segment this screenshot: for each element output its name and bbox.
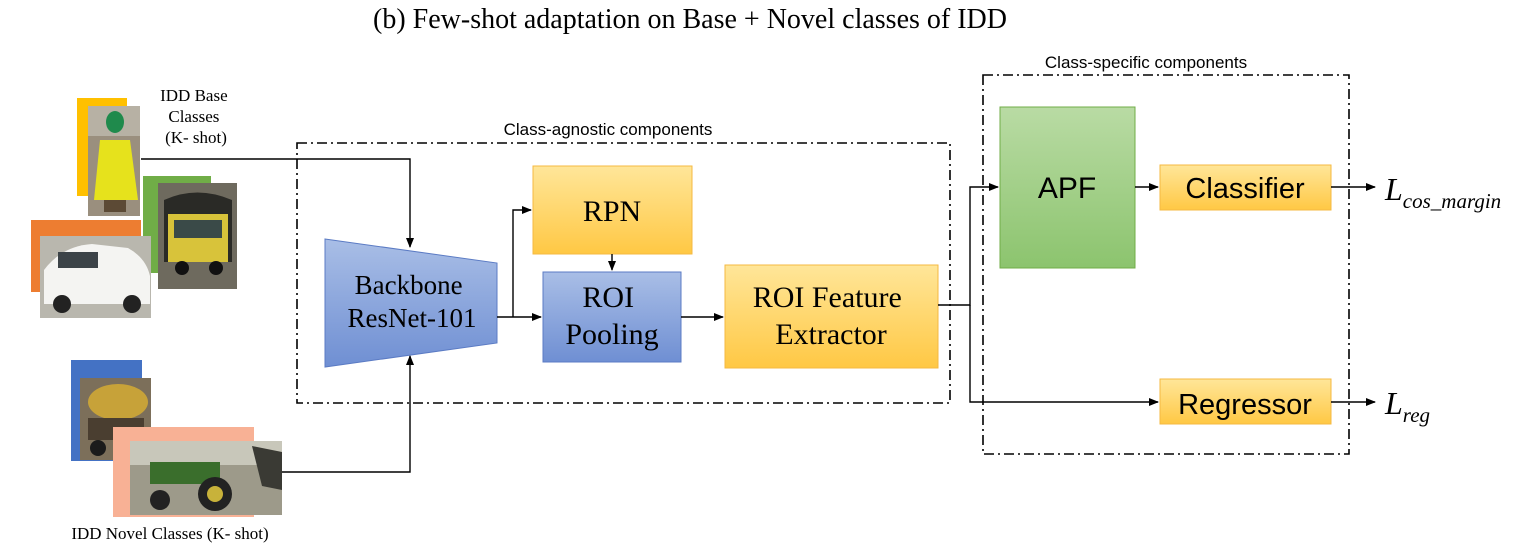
rpn-block [532, 165, 693, 255]
roi-fe-line-2: Extractor [775, 318, 887, 351]
regressor-label: Regressor [1178, 389, 1312, 421]
class-agnostic-group [296, 142, 951, 404]
rickshaw-image [158, 183, 237, 289]
person-image [88, 106, 140, 216]
cls-loss-subscript: cos_margin [1403, 189, 1501, 213]
tractor-image [130, 441, 282, 515]
roi-feature-extractor-label: ROI Feature Extractor [753, 281, 910, 351]
roi-feature-extractor-block [724, 264, 939, 369]
arrow-novel-to-backbone [282, 355, 414, 473]
classification-loss: Lcos_margin [1384, 171, 1501, 213]
arrow-backbone-to-rpn [512, 206, 532, 317]
reg-loss-symbol: L [1384, 385, 1403, 421]
novel-classes-label: IDD Novel Classes (K- shot) [71, 524, 268, 543]
roi-pooling-label: ROI Pooling [565, 281, 658, 351]
class-specific-group [982, 74, 1350, 455]
roi-pooling-line-2: Pooling [565, 318, 658, 351]
apf-label: APF [1038, 172, 1096, 205]
rpn-label: RPN [583, 195, 641, 228]
roi-pooling-block [542, 271, 682, 363]
roi-pooling-line-1: ROI [582, 281, 634, 314]
arrow-extractor-to-apf [938, 183, 999, 306]
backbone-label-line-1: Backbone [355, 270, 463, 300]
novel-class-images [71, 360, 282, 517]
base-label-line-3: (K- shot) [165, 128, 227, 147]
apf-block [999, 106, 1136, 269]
regression-loss: Lreg [1384, 385, 1430, 427]
class-agnostic-label: Class-agnostic components [504, 120, 713, 139]
base-label-line-1: IDD Base [160, 86, 228, 105]
backbone-label-line-2: ResNet-101 [348, 303, 477, 333]
arrow-base-to-backbone [141, 158, 414, 248]
classifier-block [1159, 164, 1332, 211]
figure-title: (b) Few-shot adaptation on Base + Novel … [373, 4, 1007, 35]
regressor-block [1159, 378, 1332, 425]
base-label-line-2: Classes [168, 107, 219, 126]
classifier-label: Classifier [1185, 173, 1305, 205]
arrow-extractor-to-regressor [969, 305, 1159, 406]
base-class-images [31, 98, 237, 318]
roi-fe-line-1: ROI Feature [753, 281, 902, 314]
reg-loss-subscript: reg [1403, 403, 1430, 427]
connectors [141, 158, 1376, 473]
cls-loss-symbol: L [1384, 171, 1403, 207]
backbone-block [324, 238, 498, 368]
backbone-label: Backbone ResNet-101 [348, 270, 477, 333]
class-specific-label: Class-specific components [1045, 53, 1247, 72]
car-image [40, 236, 151, 318]
base-classes-label: IDD Base Classes (K- shot) [160, 86, 232, 147]
